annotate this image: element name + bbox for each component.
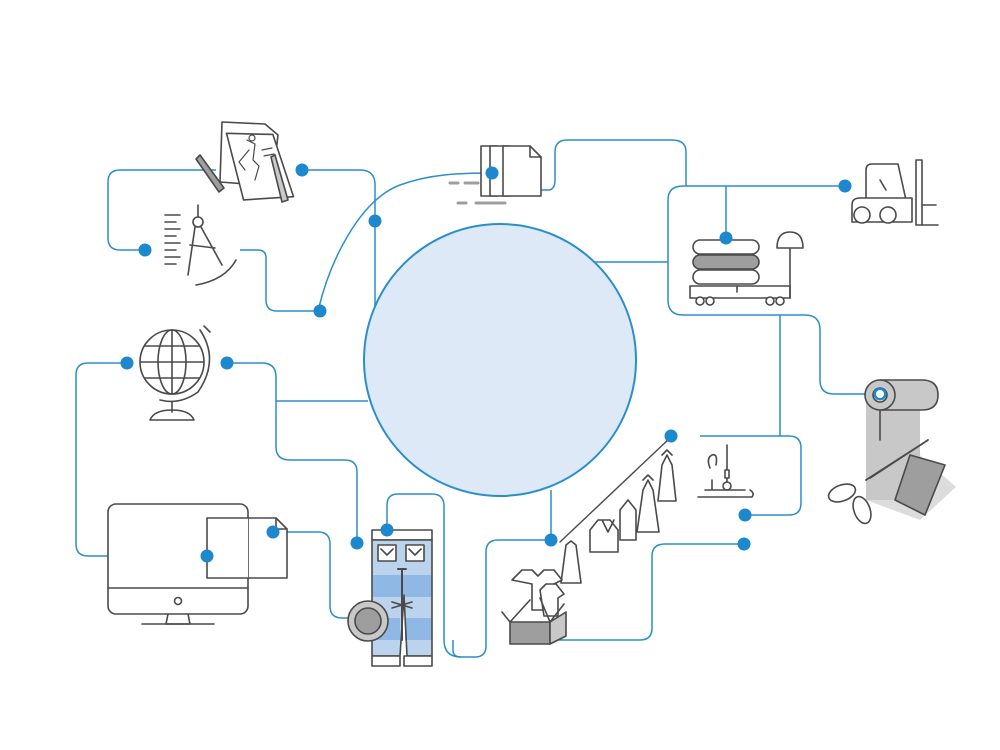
node-dot (380, 523, 394, 537)
connector-compass-arc (240, 249, 320, 312)
node-dot (664, 429, 678, 443)
node-dot (368, 214, 382, 228)
node-dot (737, 537, 751, 551)
connector-sketch-left (302, 169, 376, 330)
globe-icon (139, 325, 211, 421)
connector-box-loop (552, 543, 744, 641)
node-dots (120, 163, 887, 563)
connector-sewing-loop (700, 435, 802, 516)
node-dot (138, 243, 152, 257)
forklift-icon (851, 159, 939, 226)
jeans-icon (371, 529, 433, 667)
node-dot (485, 166, 499, 180)
node-dot (313, 304, 327, 318)
node-dot (838, 179, 852, 193)
node-dot (719, 231, 733, 245)
document-files-icon (448, 145, 542, 205)
connector-doc-right (540, 139, 687, 191)
drafting-compass-icon (164, 204, 237, 286)
node-dot (738, 508, 752, 522)
connector-lines (75, 139, 880, 658)
node-dot (544, 533, 558, 547)
computer-monitor-icon (107, 503, 288, 625)
node-dot (350, 536, 364, 550)
center-hub (363, 223, 637, 497)
hanging-clothes-line-icon (559, 437, 677, 584)
tape-roll-icon (347, 600, 389, 642)
connector-jeans-top (386, 493, 462, 658)
connector-jeans-box (452, 539, 553, 658)
fabric-roll-scissors-icon (827, 379, 956, 525)
fabric-roll-core-dot (876, 390, 884, 398)
sketch-papers-icon (195, 121, 295, 203)
node-dot (120, 356, 134, 370)
connector-scale-frame (667, 185, 880, 395)
sewing-machine-icon (697, 444, 754, 498)
node-dot (266, 525, 280, 539)
node-dot (220, 356, 234, 370)
connector-monitor-tape (273, 531, 352, 619)
node-dot (295, 163, 309, 177)
fabric-scale-icon (689, 231, 804, 306)
connector-globe-right (227, 362, 358, 543)
connector-doc-arc (317, 172, 493, 312)
connector-globe-left (75, 362, 207, 557)
node-dot (200, 549, 214, 563)
clothes-box-icon (501, 569, 567, 645)
connector-compass-loop (107, 169, 216, 251)
